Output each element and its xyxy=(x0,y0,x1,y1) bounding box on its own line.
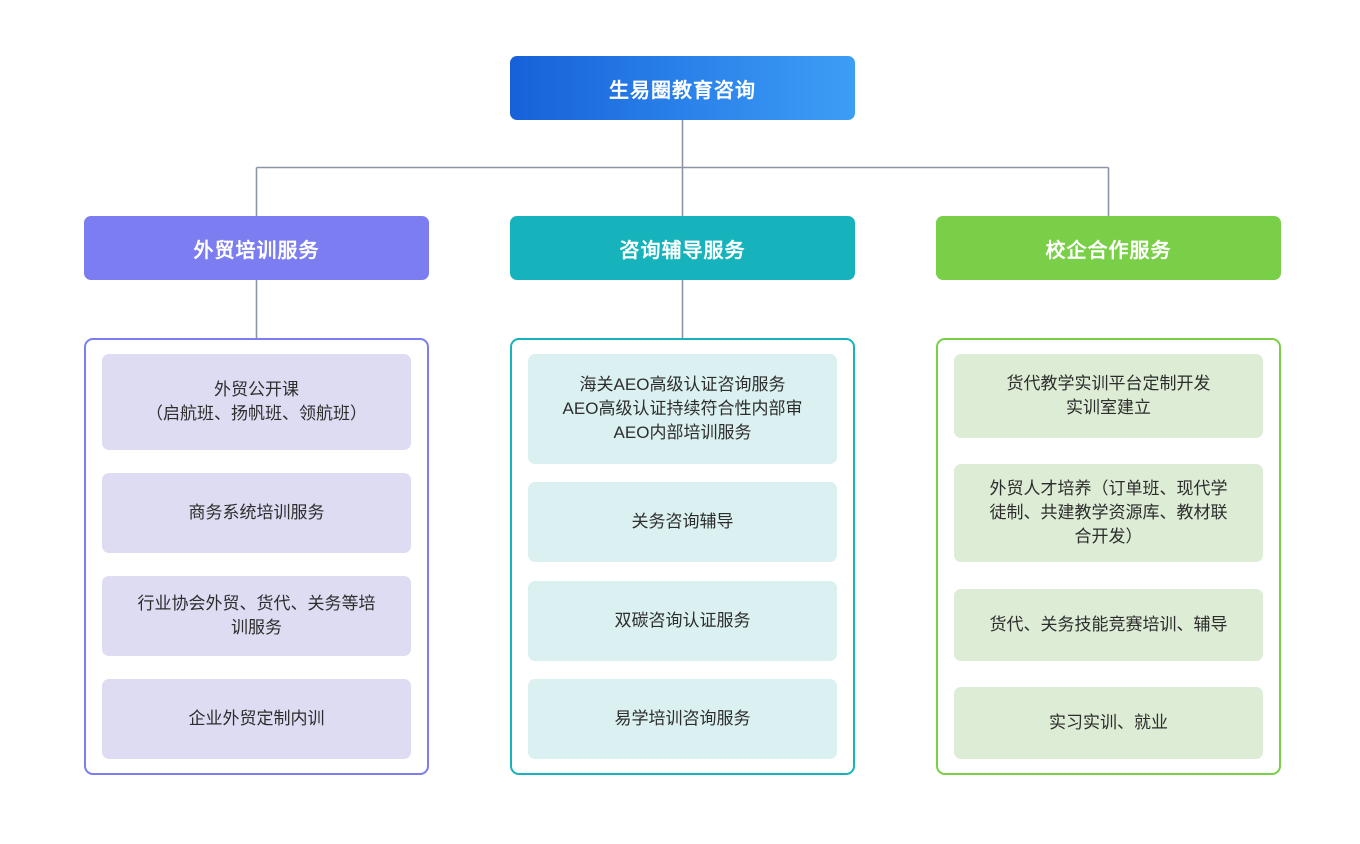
root-node-label: 生易圈教育咨询 xyxy=(609,79,756,102)
column-header-label: 咨询辅导服务 xyxy=(619,239,746,262)
column-header-foreign-trade-training[interactable]: 外贸培训服务 xyxy=(84,216,429,280)
service-item[interactable]: 行业协会外贸、货代、关务等培 训服务 xyxy=(102,576,411,656)
service-item[interactable]: 关务咨询辅导 xyxy=(528,482,837,563)
service-item[interactable]: 货代、关务技能竞赛培训、辅导 xyxy=(954,588,1263,661)
service-item[interactable]: 外贸人才培养（订单班、现代学 徒制、共建教学资源库、教材联 合开发） xyxy=(954,464,1263,563)
service-item[interactable]: 商务系统培训服务 xyxy=(102,473,411,553)
service-item[interactable]: 易学培训咨询服务 xyxy=(528,678,837,759)
root-node[interactable]: 生易圈教育咨询 xyxy=(510,56,855,120)
service-item[interactable]: 海关AEO高级认证咨询服务 AEO高级认证持续符合性内部审 AEO内部培训服务 xyxy=(528,354,837,464)
service-item[interactable]: 双碳咨询认证服务 xyxy=(528,580,837,661)
service-panel-foreign-trade-training: 外贸公开课 （启航班、扬帆班、领航班） 商务系统培训服务 行业协会外贸、货代、关… xyxy=(84,338,429,775)
service-item[interactable]: 货代教学实训平台定制开发 实训室建立 xyxy=(954,354,1263,438)
service-item[interactable]: 外贸公开课 （启航班、扬帆班、领航班） xyxy=(102,354,411,450)
service-panel-consulting-tutoring: 海关AEO高级认证咨询服务 AEO高级认证持续符合性内部审 AEO内部培训服务 … xyxy=(510,338,855,775)
column-header-label: 校企合作服务 xyxy=(1045,239,1172,262)
column-header-consulting-tutoring[interactable]: 咨询辅导服务 xyxy=(510,216,855,280)
service-item[interactable]: 企业外贸定制内训 xyxy=(102,679,411,759)
service-item[interactable]: 实习实训、就业 xyxy=(954,686,1263,759)
column-header-label: 外贸培训服务 xyxy=(193,239,320,262)
column-header-school-enterprise-cooperation[interactable]: 校企合作服务 xyxy=(936,216,1281,280)
service-panel-school-enterprise-cooperation: 货代教学实训平台定制开发 实训室建立 外贸人才培养（订单班、现代学 徒制、共建教… xyxy=(936,338,1281,775)
